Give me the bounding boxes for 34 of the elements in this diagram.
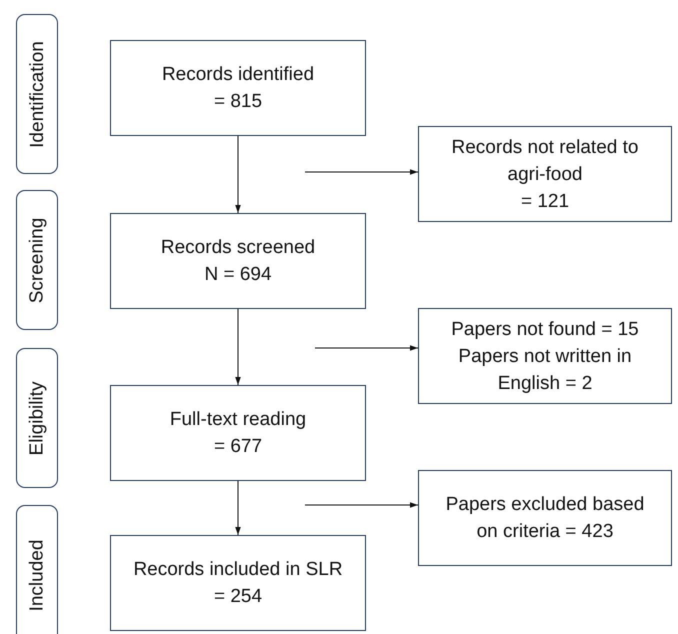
stage-label-box <box>16 190 58 330</box>
box-text: = 254 <box>212 585 264 609</box>
box-text: N = 694 <box>203 263 273 287</box>
process-box <box>110 213 366 309</box>
box-text: Records included in SLR <box>132 558 344 582</box>
box-text: = 815 <box>212 90 264 114</box>
box-text: = 121 <box>520 190 570 214</box>
box-text: Papers not found = 15 <box>450 318 640 342</box>
process-box <box>110 535 366 631</box>
box-text: Papers not written in English = 2 <box>457 344 633 396</box>
arrow <box>314 345 418 351</box>
box-text: = 677 <box>212 435 264 459</box>
process-box <box>418 470 672 566</box>
arrow <box>304 169 418 175</box>
box-text: Records not related to agri-food <box>450 136 640 186</box>
stage-label: Eligibility <box>26 381 48 455</box>
box-text: Records screened <box>160 236 316 260</box>
arrow <box>235 308 241 386</box>
process-box <box>110 385 366 481</box>
box-text: Papers excluded based on criteria = 423 <box>444 493 646 544</box>
process-box <box>418 308 672 404</box>
stage-label-box <box>16 14 58 174</box>
stage-label: Identification <box>26 40 48 148</box>
stage-label: Screening <box>26 217 48 303</box>
process-box <box>110 40 366 136</box>
stage-label-box <box>16 348 58 488</box>
stage-label-box <box>16 505 58 634</box>
box-text: Records identified <box>160 63 316 87</box>
arrow <box>235 136 241 214</box>
stage-label: Included <box>26 539 48 611</box>
arrow <box>235 480 241 536</box>
process-box <box>418 126 672 222</box>
arrow <box>304 502 418 508</box>
box-text: Full-text reading <box>168 408 308 432</box>
